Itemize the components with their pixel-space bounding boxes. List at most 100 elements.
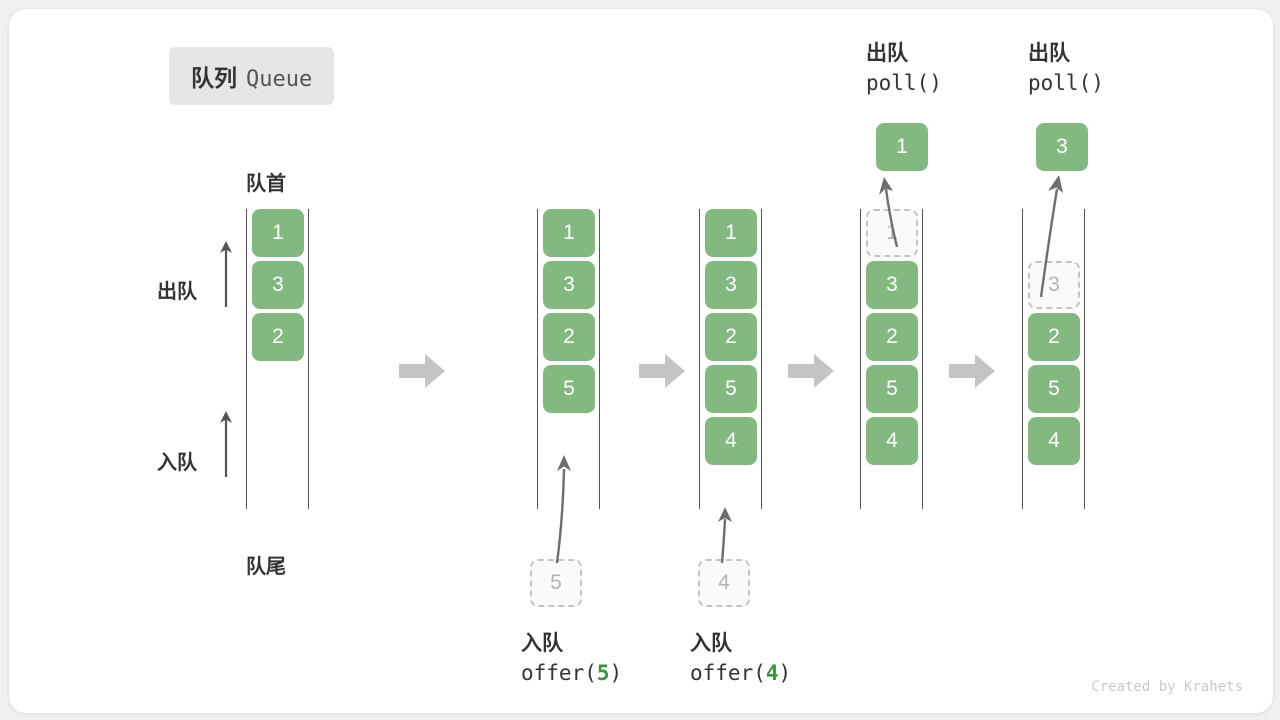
popped-cell-3: 3 [1036, 123, 1088, 171]
head-label: 队首 [246, 173, 286, 195]
enqueue-flow-arrow-5 [555, 455, 571, 564]
queue-cell-value: 3 [563, 273, 575, 296]
operation-code: offer(4) [690, 659, 791, 689]
queue-cell-value: 4 [886, 429, 898, 452]
rail-left [1022, 209, 1023, 509]
queue-cell: 1 [543, 209, 595, 257]
queue-slots: 3 2 5 4 [1028, 209, 1080, 509]
queue-cell-value: 5 [886, 377, 898, 400]
queue-cell-ghost: 1 [866, 209, 918, 257]
queue-cell-value: 2 [563, 325, 575, 348]
queue-cell: 2 [543, 313, 595, 361]
queue-cell-value: 4 [725, 429, 737, 452]
code-prefix: offer( [521, 660, 597, 685]
operation-caption-poll-1: 出队 poll() [866, 39, 942, 99]
queue-cell: 3 [543, 261, 595, 309]
operation-name-cn: 出队 [866, 42, 908, 65]
rail-right [308, 209, 309, 509]
queue-cell-value: 1 [886, 221, 898, 244]
rail-right [761, 209, 762, 509]
enqueue-flow-arrow-4 [718, 507, 732, 564]
queue-cell: 5 [543, 365, 595, 413]
queue-cell: 3 [252, 261, 304, 309]
operation-name-cn: 出队 [1028, 42, 1070, 65]
queue-cell-value: 3 [725, 273, 737, 296]
queue-cell-value: 1 [272, 221, 284, 244]
queue-slots: 1 3 2 5 [543, 209, 595, 509]
operation-code: poll() [866, 70, 942, 95]
ghost-cell-value: 4 [718, 571, 730, 594]
dequeue-flow-arrow-1 [879, 177, 899, 248]
operation-name-cn: 入队 [690, 632, 732, 655]
credit-text: Created by Krahets [1091, 679, 1243, 695]
popped-cell-value: 1 [896, 135, 908, 158]
rail-left [860, 209, 861, 509]
enqueue-label: 入队 [157, 452, 197, 474]
queue-cell: 4 [705, 417, 757, 465]
ghost-cell-value: 5 [550, 571, 562, 594]
rail-left [699, 209, 700, 509]
queue-cell: 2 [1028, 313, 1080, 361]
queue-cell: 2 [866, 313, 918, 361]
queue-slots: 1 3 2 5 4 [866, 209, 918, 509]
operation-caption-poll-3: 出队 poll() [1028, 39, 1104, 99]
queue-cell: 1 [705, 209, 757, 257]
title-badge: 队列 Queue [169, 47, 335, 105]
queue-cell: 3 [866, 261, 918, 309]
flow-arrow-separator-3 [788, 354, 834, 388]
queue-slots: 1 3 2 [252, 209, 304, 509]
incoming-ghost-cell-5: 5 [530, 559, 582, 607]
popped-cell-1: 1 [876, 123, 928, 171]
dequeue-flow-arrow-3 [1039, 175, 1063, 298]
operation-name-cn: 入队 [521, 632, 563, 655]
flow-arrow-separator-4 [949, 354, 995, 388]
queue-cell-value: 5 [563, 377, 575, 400]
tail-label: 队尾 [246, 556, 286, 578]
queue-slots: 1 3 2 5 4 [705, 209, 757, 509]
popped-cell-value: 3 [1056, 135, 1068, 158]
operation-caption-offer-5: 入队 offer(5) [521, 629, 622, 689]
dequeue-arrow-icon [220, 241, 232, 307]
flow-arrow-separator-2 [639, 354, 685, 388]
queue-cell-value: 1 [725, 221, 737, 244]
queue-cell: 2 [705, 313, 757, 361]
rail-right [1084, 209, 1085, 509]
queue-cell-value: 5 [1048, 377, 1060, 400]
queue-cell: 2 [252, 313, 304, 361]
rail-left [246, 209, 247, 509]
queue-cell: 5 [866, 365, 918, 413]
title-en: Queue [246, 67, 313, 92]
enqueue-arrow-icon [220, 411, 232, 477]
queue-cell-value: 5 [725, 377, 737, 400]
rail-right [922, 209, 923, 509]
operation-caption-offer-4: 入队 offer(4) [690, 629, 791, 689]
queue-cell-value: 3 [272, 273, 284, 296]
queue-cell-value: 3 [1048, 273, 1060, 296]
queue-cell-ghost: 3 [1028, 261, 1080, 309]
code-argument: 5 [596, 660, 610, 685]
queue-cell: 5 [705, 365, 757, 413]
rail-left [537, 209, 538, 509]
incoming-ghost-cell-4: 4 [698, 559, 750, 607]
operation-code: offer(5) [521, 659, 622, 689]
queue-cell-value: 2 [886, 325, 898, 348]
queue-cell-value: 2 [725, 325, 737, 348]
title-cn: 队列 [191, 65, 237, 91]
code-argument: 4 [765, 660, 779, 685]
queue-cell: 4 [866, 417, 918, 465]
code-prefix: offer( [690, 660, 766, 685]
flow-arrow-separator-1 [399, 354, 445, 388]
queue-cell-value: 3 [886, 273, 898, 296]
queue-cell-value: 1 [563, 221, 575, 244]
operation-code: poll() [1028, 70, 1104, 95]
queue-cell-value: 2 [272, 325, 284, 348]
code-suffix: ) [778, 660, 792, 685]
queue-cell-value: 4 [1048, 429, 1060, 452]
code-suffix: ) [609, 660, 623, 685]
queue-cell: 5 [1028, 365, 1080, 413]
queue-cell: 1 [252, 209, 304, 257]
queue-cell: 4 [1028, 417, 1080, 465]
queue-cell: 3 [705, 261, 757, 309]
